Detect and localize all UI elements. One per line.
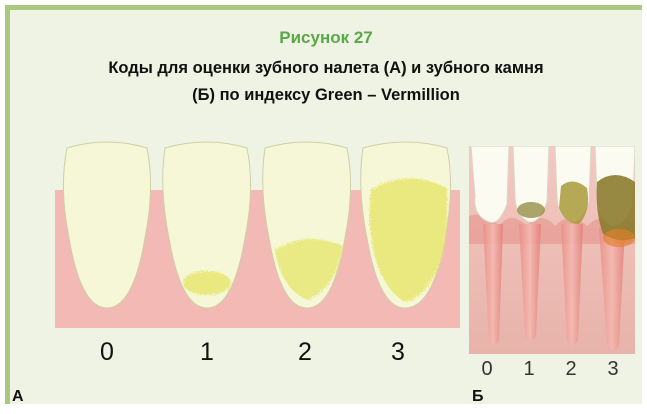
caption-line-2: (Б) по индексу Green – Vermillion [20,82,632,109]
panel-a-label: А [12,388,24,406]
plaque-diagram [55,138,460,328]
figure-box: Рисунок 27 Коды для оценки зубного налет… [5,5,642,404]
code-label-1: 1 [192,338,222,367]
figure-number: Рисунок 27 [10,28,642,48]
code-label-0: 0 [92,338,122,367]
calculus-code-3-subgingival [603,229,635,247]
calculus-illustration [469,146,635,354]
photo-code-label-3: 3 [603,358,623,381]
plaque-code-1 [183,271,231,295]
photo-code-label-1: 1 [519,358,539,381]
caption-line-1: Коды для оценки зубного налета (А) и зуб… [20,55,632,82]
calculus-code-1 [517,202,545,218]
panel-b-label: Б [472,388,484,406]
crown-0 [471,146,509,223]
photo-code-label-2: 2 [561,358,581,381]
code-label-2: 2 [290,338,320,367]
photo-code-label-0: 0 [477,358,497,381]
code-label-3: 3 [383,338,413,367]
figure-caption: Коды для оценки зубного налета (А) и зуб… [20,55,632,109]
